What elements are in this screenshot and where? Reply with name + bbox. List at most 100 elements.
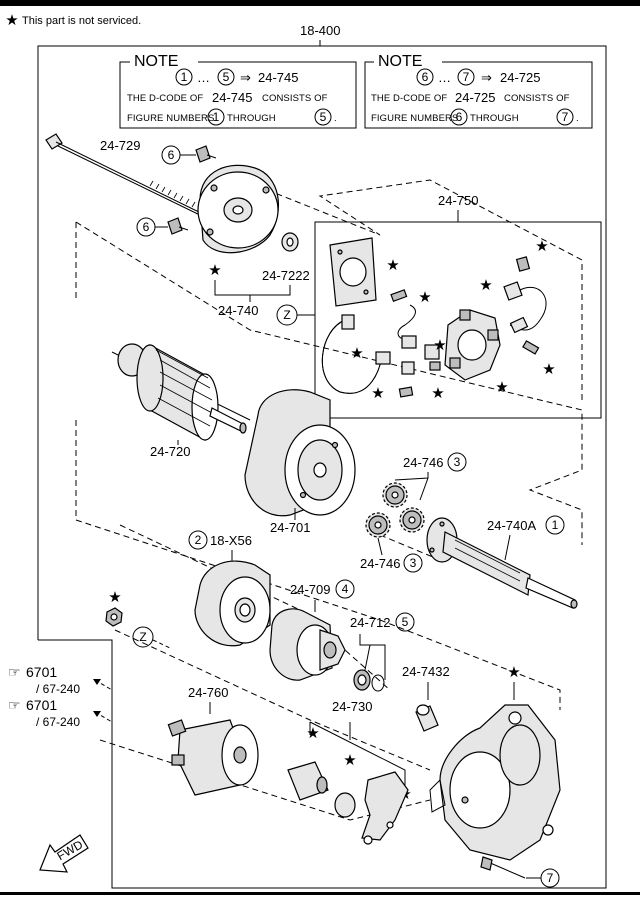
label-24-729: 24-729: [100, 138, 140, 153]
note-1-line2-post: CONSISTS OF: [262, 93, 328, 104]
screw-6-upper: [195, 145, 217, 163]
star-brush-plate-icon: ★: [386, 256, 399, 274]
assembly-guides: [75, 174, 583, 821]
num-4: 4: [342, 582, 349, 596]
label-24-701: 24-701: [270, 520, 310, 535]
disc: [334, 792, 356, 818]
label-24-760: 24-760: [188, 685, 228, 700]
top-rule: [0, 0, 640, 6]
num-2: 2: [195, 533, 202, 547]
note-1-line2-pre: THE D-CODE OF: [127, 93, 203, 104]
star-mid-a-icon: ★: [371, 384, 384, 402]
ref-2-pointer-icon: ☞: [8, 697, 21, 713]
brush-spring-upper: [515, 256, 531, 272]
solenoid: [167, 719, 259, 796]
star-mid-c-icon: ★: [433, 336, 446, 354]
label-24-740: 24-740: [218, 303, 258, 318]
rear-cover: [197, 164, 279, 254]
num-6-upper: 6: [168, 148, 175, 162]
label-24-720: 24-720: [150, 444, 190, 459]
nut: [105, 607, 123, 627]
note-2-title: NOTE: [378, 53, 422, 70]
label-18-X56: 18-X56: [210, 533, 252, 548]
label-24-746-bot: 24-746: [360, 556, 400, 571]
num-1: 1: [552, 518, 559, 532]
label-24-740A: 24-740A: [487, 518, 536, 533]
star-drive-housing-icon: ★: [507, 663, 520, 681]
brush-lower-right: [509, 316, 529, 334]
yoke: [244, 389, 356, 517]
num-7: 7: [547, 871, 554, 885]
planet-gear-a: [382, 482, 408, 508]
assembly-bracket: [37, 45, 607, 889]
star-brush-upper-icon: ★: [479, 276, 492, 294]
spring-lower-right: [522, 340, 540, 355]
label-24-730: 24-730: [332, 699, 372, 714]
stop-ring: [353, 669, 371, 691]
label-24-746-top: 24-746: [403, 455, 443, 470]
note-1-range-end: 5: [223, 70, 230, 84]
star-lead-icon: ★: [350, 344, 363, 362]
note-2-range-start: 6: [422, 70, 429, 84]
note-1-title: NOTE: [134, 53, 178, 70]
note-box-1: NOTE 1 … 5 ⇒ 24-745 THE D-CODE OF 24-745…: [119, 53, 357, 129]
ref-1-code: 6701: [26, 664, 57, 680]
plunger: [287, 761, 329, 801]
num-6-lower: 6: [143, 220, 150, 234]
ref-2-sub: / 67-240: [36, 715, 80, 729]
note-2-target: 24-725: [500, 70, 540, 85]
note-1-circle-start: [175, 68, 193, 86]
reference-1[interactable]: ☞ 6701 / 67-240: [8, 664, 80, 696]
note-1-line3-pre: FIGURE NUMBERS: [127, 113, 214, 124]
brush-mid: [397, 304, 441, 375]
note-2-ellipsis: …: [438, 70, 451, 85]
through-bolt: [45, 133, 207, 219]
note-1-line3-a: 1: [213, 110, 220, 124]
note-2-arrow: ⇒: [481, 70, 492, 85]
note-2-line3-a: 6: [456, 110, 463, 124]
overrunning-clutch: [269, 608, 346, 681]
spring-mid: [390, 289, 408, 302]
ref-1-pointer-icon: ☞: [8, 664, 21, 680]
planet-gear-b: [399, 507, 425, 533]
note-2-line3-b: 7: [562, 110, 569, 124]
star-spring-upper-icon: ★: [535, 237, 548, 255]
brush-upper: [503, 281, 547, 331]
brush-plate: [329, 237, 377, 307]
num-3-top: 3: [454, 455, 461, 469]
label-24-750: 24-750: [438, 193, 478, 208]
internal-gear-housing: [194, 560, 271, 647]
screw-6-lower: [167, 217, 189, 235]
num-3-bot: 3: [410, 556, 417, 570]
drive-lever: [361, 771, 409, 845]
brush-lead: [321, 314, 391, 394]
planet-gear-c: [365, 512, 391, 538]
armature: [111, 343, 251, 442]
z-text-lower: Z: [139, 630, 146, 644]
spring-lower: [398, 386, 414, 398]
star-disc-icon: ★: [343, 751, 356, 769]
note-1-target: 24-745: [258, 70, 298, 85]
washer-24-7222: [281, 232, 299, 252]
brush-holder: [444, 309, 501, 381]
note-1-ellipsis: …: [197, 70, 210, 85]
fwd-arrow-icon: FWD: [39, 834, 89, 873]
label-24-7432: 24-7432: [402, 664, 450, 679]
pinion-shaft: [426, 517, 578, 609]
note-2-line3-pre: FIGURE NUMBERS: [371, 113, 458, 124]
legend-star-icon: ★: [5, 11, 18, 29]
ref-1-sub: / 67-240: [36, 682, 80, 696]
note-1-line3-end: .: [334, 113, 337, 124]
star-spring-mid-icon: ★: [418, 288, 431, 306]
note-2-line3-end: .: [576, 113, 579, 124]
note-1-range-start: 1: [181, 70, 188, 84]
note-2-range-end: 7: [463, 70, 470, 84]
note-1-line2-code: 24-745: [212, 90, 252, 105]
bolt-7: [480, 856, 526, 879]
reference-2[interactable]: ☞ 6701 / 67-240: [8, 697, 80, 729]
ref-2-code: 6701: [26, 697, 57, 713]
star-rear-cover-icon: ★: [208, 261, 221, 279]
note-2-line3-mid: THROUGH: [470, 113, 519, 124]
